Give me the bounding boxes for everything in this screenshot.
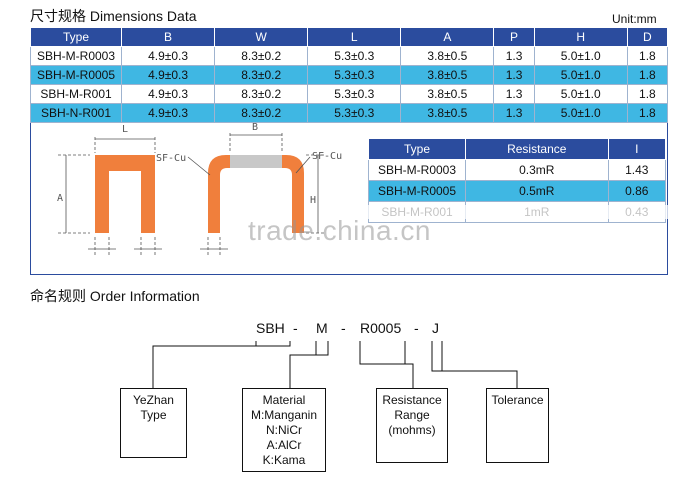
table-cell: 1.8 [626, 84, 669, 104]
side-body [208, 155, 304, 233]
table-cell: 5.3±0.3 [307, 46, 402, 66]
table-row: SBH-M-R001 4.9±0.3 8.3±0.2 5.3±0.3 3.8±0… [30, 84, 669, 104]
table-cell: 3.8±0.5 [400, 65, 495, 85]
code-part-resistance: R0005 [360, 320, 402, 336]
front-view: L A [57, 124, 162, 255]
table-cell: 1.8 [626, 103, 669, 123]
table-row: SBH-M-R0003 0.3mR 1.43 [368, 159, 666, 181]
material-box-line: A:AlCr [266, 438, 302, 452]
code-part-series: SBH [256, 320, 285, 336]
dimensions-table: Type B W L A P H D SBH-M-R0003 4.9±0.3 8… [30, 27, 669, 123]
table-cell: SBH-M-R0003 [368, 159, 466, 181]
table-cell: 3.8±0.5 [400, 103, 495, 123]
table-cell: SBH-M-R0005 [368, 180, 466, 202]
dimensions-header-row: Type B W L A P H D [30, 27, 669, 47]
col-header-l: L [307, 27, 402, 47]
table-cell: 5.0±1.0 [533, 84, 628, 104]
table-cell: 4.9±0.3 [120, 84, 216, 104]
table-cell: 1.3 [493, 65, 535, 85]
col-header-d: D [626, 27, 669, 47]
table-cell: SBH-N-R001 [30, 103, 122, 123]
side-view: B SF-Cu SF-Cu H [156, 122, 342, 257]
front-right-leg [141, 171, 155, 233]
range-box-line: Resistance [382, 393, 442, 407]
table-cell: 8.3±0.2 [214, 65, 309, 85]
front-top-bar [95, 155, 155, 171]
watermark-band [368, 205, 668, 219]
dimensions-title: 尺寸规格 Dimensions Data [30, 8, 197, 24]
code-dash: - [293, 320, 298, 336]
table-cell: 0.5mR [465, 180, 609, 202]
material-box: Material M:Manganin N:NiCr A:AlCr K:Kama [242, 388, 326, 472]
tolerance-box: Tolerance [486, 388, 549, 463]
front-left-leg [95, 171, 109, 233]
tolerance-box-line: Tolerance [491, 393, 544, 407]
col-header-a: A [400, 27, 495, 47]
table-row: SBH-N-R001 4.9±0.3 8.3±0.2 5.3±0.3 3.8±0… [30, 103, 669, 123]
label-h: H [310, 195, 316, 206]
material-box-line: K:Kama [262, 453, 306, 467]
table-cell: 8.3±0.2 [214, 84, 309, 104]
col-header-type: Type [368, 138, 466, 160]
table-cell: 0.3mR [465, 159, 609, 181]
material-box-line: M:Manganin [250, 408, 318, 422]
watermark: trade.china.cn [248, 215, 431, 246]
material-box-line: Material [262, 393, 306, 407]
code-part-tolerance: J [432, 320, 439, 336]
table-cell: 1.3 [493, 103, 535, 123]
range-box-line: Range [394, 408, 430, 422]
table-cell: 1.8 [626, 46, 669, 66]
code-part-material: M [316, 320, 328, 336]
order-title: 命名规则 Order Information [30, 288, 200, 304]
type-box-line: Type [140, 408, 167, 422]
table-cell: 5.3±0.3 [307, 103, 402, 123]
table-row: SBH-M-R0005 0.5mR 0.86 [368, 180, 666, 202]
col-header-i: I [607, 138, 666, 160]
col-header-w: W [214, 27, 309, 47]
col-header-type: Type [30, 27, 122, 47]
material-box-line: N:NiCr [266, 423, 302, 437]
table-cell: 5.3±0.3 [307, 65, 402, 85]
range-box: Resistance Range (mohms) [376, 388, 448, 463]
label-sfcu-1: SF-Cu [156, 153, 186, 164]
table-cell: 1.43 [607, 159, 666, 181]
range-box-line: (mohms) [388, 423, 436, 437]
table-cell: SBH-M-R0005 [30, 65, 122, 85]
table-cell: 4.9±0.3 [120, 46, 216, 66]
resistor-drawing: L A B SF-Cu SF-Cu H [57, 122, 342, 257]
table-row: SBH-M-R0005 4.9±0.3 8.3±0.2 5.3±0.3 3.8±… [30, 65, 669, 85]
code-dash: - [414, 320, 419, 336]
label-sfcu-2: SF-Cu [312, 151, 342, 162]
table-cell: 4.9±0.3 [120, 103, 216, 123]
type-box: YeZhan Type [120, 388, 187, 458]
table-cell: 5.0±1.0 [533, 103, 628, 123]
table-cell: 8.3±0.2 [214, 103, 309, 123]
label-a: A [57, 193, 63, 204]
label-b: B [252, 122, 258, 133]
code-dash: - [341, 320, 346, 336]
col-header-h: H [533, 27, 628, 47]
unit-label: Unit:mm [612, 12, 657, 26]
label-l: L [122, 124, 128, 135]
table-cell: 1.8 [626, 65, 669, 85]
type-box-line: YeZhan [133, 393, 174, 407]
side-element [230, 155, 282, 168]
